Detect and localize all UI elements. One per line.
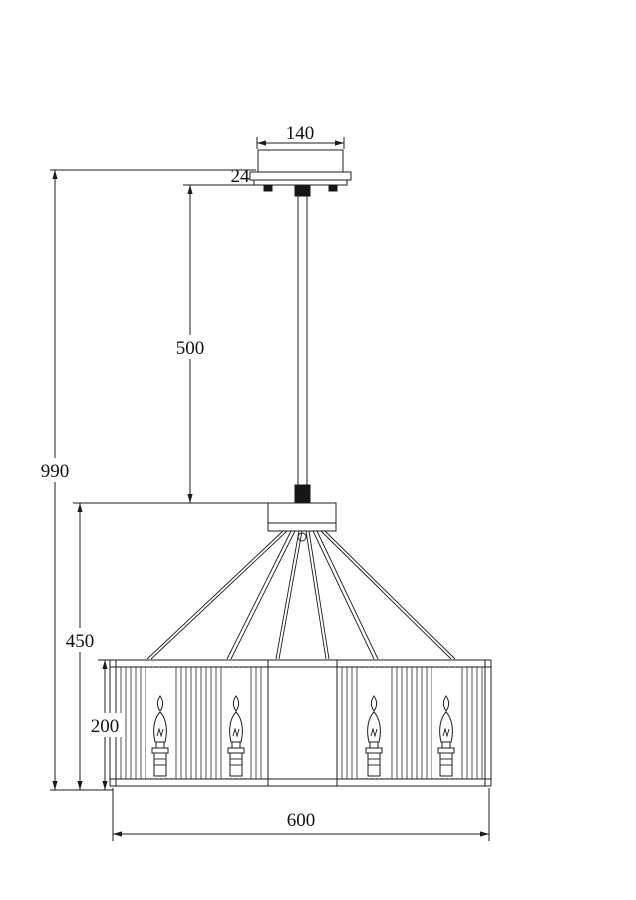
candle-flame [232, 695, 240, 712]
rod-length-label: 500 [176, 338, 205, 359]
hub-body [267, 502, 337, 542]
candle-cup [151, 747, 169, 754]
candle [432, 668, 460, 778]
candle-cup [227, 747, 245, 754]
rod-bottom-connector [294, 484, 311, 504]
hub [267, 502, 337, 532]
candle-sleeve [439, 752, 453, 777]
canopy-cup [257, 149, 344, 173]
candle-cup [365, 747, 383, 754]
drum-shade [109, 659, 492, 787]
overall-height-label: 990 [41, 461, 70, 482]
dimension-labels: 140 24 500 990 450 200 600 [36, 123, 315, 831]
candle [146, 668, 174, 778]
candle-filament [156, 727, 164, 738]
ceiling-canopy [249, 149, 352, 192]
candle-sleeve [367, 752, 381, 777]
shade-height-label: 200 [91, 716, 120, 737]
candle-filament [232, 727, 240, 738]
canopy-screw-right [328, 184, 338, 192]
candle [360, 668, 388, 778]
suspension-arms [146, 530, 456, 660]
body-height-label: 450 [66, 631, 95, 652]
candle-sleeve [229, 752, 243, 777]
candle [222, 668, 250, 778]
canopy-lip [253, 179, 348, 186]
candle-flame [370, 695, 378, 712]
shade-width-label: 600 [287, 810, 316, 831]
candle-flame [442, 695, 450, 712]
canopy-screw-left [263, 184, 273, 192]
candle-cup [437, 747, 455, 754]
candle-sleeve [153, 752, 167, 777]
dimension-arrowheads [52, 140, 489, 837]
canopy-width-label: 140 [286, 123, 315, 144]
candle-flame [156, 695, 164, 712]
hub-finial [297, 532, 307, 542]
candles [146, 668, 460, 778]
canopy-height-label: 24 [231, 166, 251, 187]
shade-slats [120, 667, 483, 779]
rod-top-connector [294, 185, 311, 197]
canopy-plate [249, 171, 352, 181]
suspension-rod [294, 185, 311, 504]
dimension-extension-lines [50, 137, 490, 841]
candle-filament [370, 727, 378, 738]
candle-filament [442, 727, 450, 738]
